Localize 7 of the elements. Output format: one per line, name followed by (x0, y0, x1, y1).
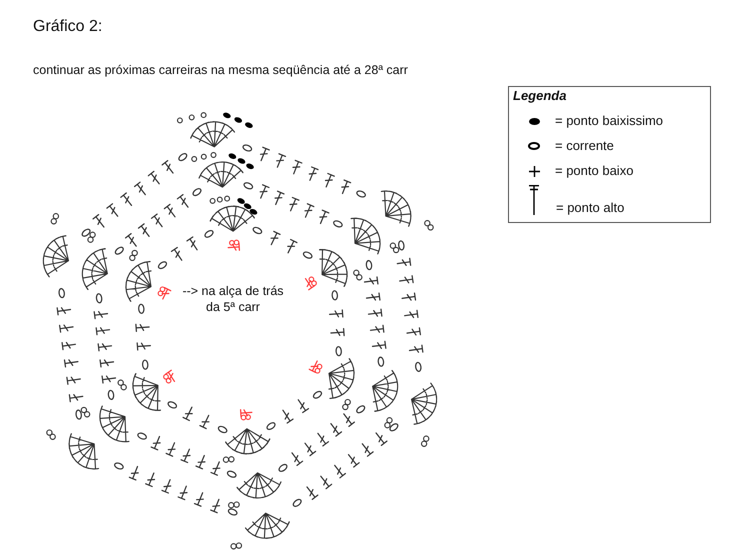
legend-label: = ponto baixissimo (555, 113, 664, 129)
legend-label: = corrente (555, 138, 614, 154)
legend-label: = ponto baixo (555, 163, 634, 179)
legend-title: Legenda (513, 88, 566, 104)
legend-label: = ponto alto (556, 200, 624, 216)
instruction-note: continuar as próximas carreiras na mesma seqüência até a 28ª carr (33, 63, 408, 78)
chart-title: Gráfico 2: (33, 17, 102, 36)
